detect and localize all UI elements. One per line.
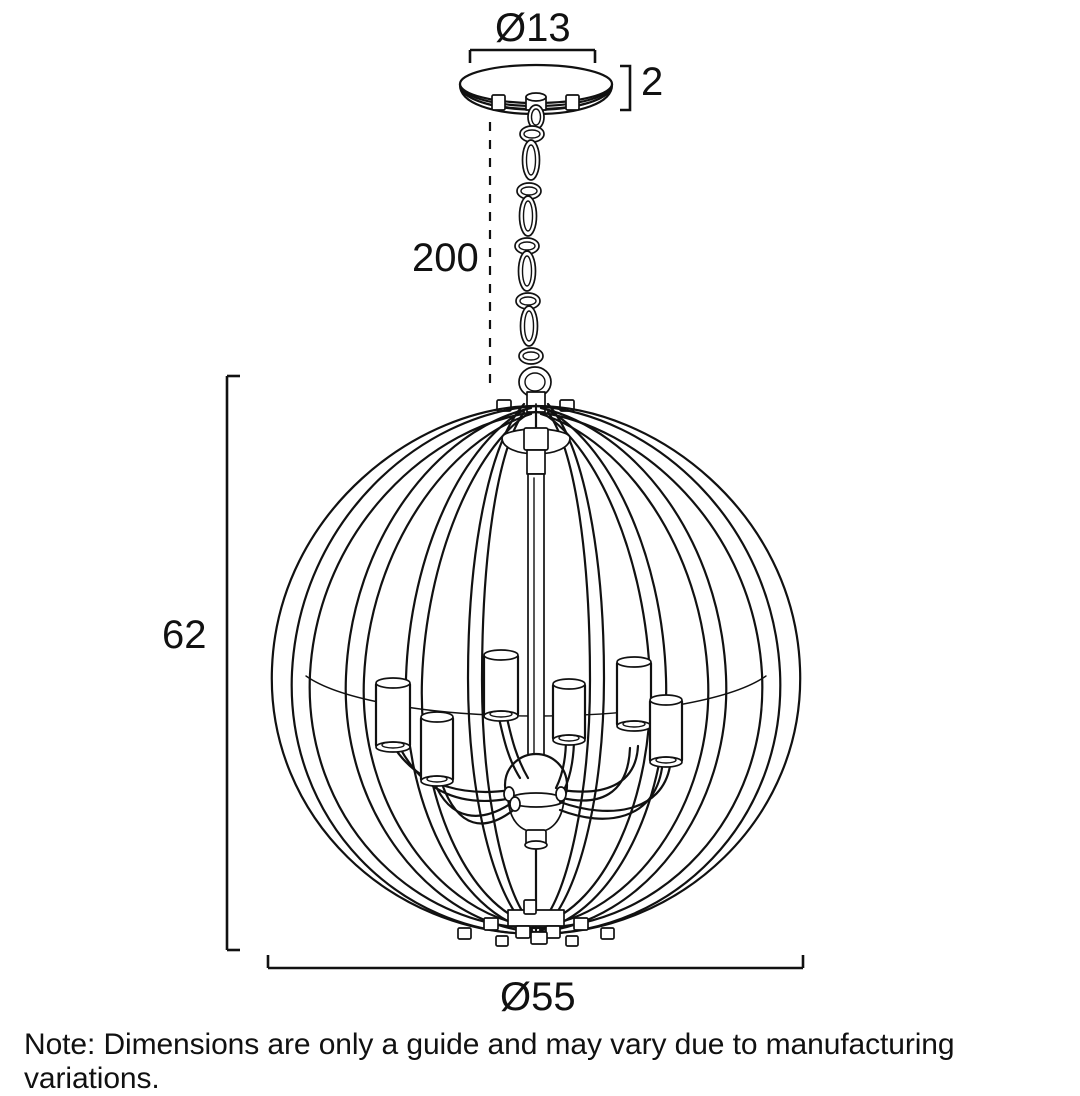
dimension-label-fixture-height: 62 [162, 613, 207, 657]
suspension-chain [514, 104, 552, 398]
dimension-label-drop-length: 200 [412, 236, 479, 280]
disclaimer-note: Note: Dimensions are only a guide and ma… [24, 1028, 955, 1095]
dimension-line-canopy-diameter [468, 48, 597, 63]
candle-socket [551, 678, 587, 746]
dimension-label-canopy-diameter: Ø13 [495, 6, 571, 50]
candle-socket [615, 656, 653, 732]
dimension-label-fixture-diameter: Ø55 [500, 975, 576, 1019]
central-hub-sphere [503, 752, 569, 850]
dimension-label-canopy-height: 2 [641, 60, 664, 104]
globe-bottom-connectors [457, 899, 615, 947]
dimension-line-fixture-height [225, 374, 240, 952]
dimension-line-fixture-diameter [266, 955, 805, 970]
dimension-bracket-canopy-height [620, 64, 632, 112]
candle-socket [482, 649, 520, 722]
candle-arms-and-sockets [374, 649, 684, 825]
candle-socket [374, 677, 412, 753]
candle-socket [419, 711, 455, 787]
central-stem [501, 427, 571, 777]
candle-socket [648, 694, 684, 768]
ceiling-canopy [458, 63, 614, 116]
